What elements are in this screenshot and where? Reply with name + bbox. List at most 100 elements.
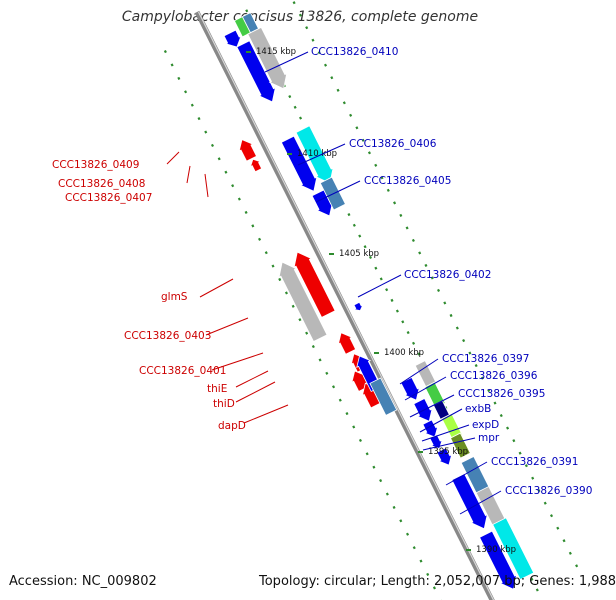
- leader-line: [459, 490, 502, 515]
- scale-tick: [468, 351, 472, 355]
- leader-line: [315, 180, 361, 203]
- scale-tick: [392, 505, 396, 509]
- leader-line: [419, 408, 463, 433]
- gene-cds-gray: [247, 26, 288, 90]
- leader-line: [166, 151, 180, 165]
- gene-label: CCC13826_0395: [458, 388, 545, 400]
- gene-label: CCC13826_0401: [139, 365, 226, 377]
- scale-tick: [405, 226, 409, 230]
- leader-line: [264, 51, 309, 73]
- scale-tick: [368, 255, 373, 260]
- scale-tick: [305, 26, 309, 30]
- scale-tick: [372, 465, 376, 469]
- scale-tick: [177, 76, 181, 80]
- scale-tick: [406, 330, 410, 335]
- scale-tick: [258, 237, 262, 241]
- backbone-highlight: [197, 11, 495, 600]
- leader-line: [409, 394, 455, 418]
- scale-tick: [493, 401, 497, 405]
- scale-tick: [163, 50, 167, 54]
- ruler-label: 1400 kbp: [384, 348, 424, 358]
- gene-arrow-forward: [280, 135, 318, 192]
- scale-tick: [480, 376, 484, 380]
- scale-tick: [449, 313, 453, 318]
- gene-label: thiD: [213, 398, 235, 410]
- gene-label: thiE: [207, 383, 227, 395]
- scale-tick: [531, 476, 535, 480]
- gene-cds-gray: [278, 261, 328, 343]
- scale-tick: [305, 331, 309, 335]
- scale-tick: [299, 116, 303, 120]
- scale-tick: [443, 301, 447, 305]
- scale-tick: [379, 277, 383, 281]
- scale-tick: [318, 358, 322, 362]
- scale-tick: [338, 398, 342, 402]
- scale-tick: [317, 51, 321, 55]
- scale-tick: [367, 151, 371, 155]
- scale-tick: [237, 197, 241, 201]
- leader-line: [235, 381, 276, 403]
- gene-arrow-forward: [436, 447, 453, 466]
- scale-tick: [556, 526, 560, 530]
- leader-line: [357, 274, 402, 298]
- gene-labels: CCC13826_0409CCC13826_0408CCC13826_0407g…: [52, 46, 592, 515]
- leader-line: [211, 352, 264, 371]
- scale-tick: [361, 138, 365, 142]
- scale-tick: [535, 588, 539, 592]
- scale-tick: [190, 103, 194, 107]
- backbone: [194, 10, 495, 600]
- gene-arrow-forward: [413, 397, 433, 422]
- gene-arrow-reverse: [293, 251, 336, 318]
- gene-cds-gray: [414, 360, 438, 390]
- scale-tick: [170, 63, 174, 67]
- scale-tick: [432, 586, 436, 590]
- scale-tick: [568, 551, 572, 555]
- scale-tick: [411, 238, 415, 242]
- scale-tick: [417, 352, 421, 356]
- scale-tick: [365, 452, 369, 456]
- gene-arrow-reverse: [249, 158, 263, 173]
- gene-label: CCC13826_0390: [505, 485, 592, 497]
- gene-arrow-reverse: [337, 332, 357, 355]
- gene-label: mpr: [478, 432, 500, 444]
- scale-tick: [284, 291, 288, 295]
- leader-line: [199, 278, 234, 298]
- scale-tick: [562, 539, 566, 543]
- gene-arrow-forward: [352, 301, 364, 312]
- scale-tick: [419, 559, 423, 563]
- scale-tick: [345, 412, 349, 416]
- gene-cds-olive: [449, 432, 471, 459]
- leader-line: [445, 461, 488, 486]
- backbone-line: [194, 10, 495, 600]
- gene-arrow-forward: [451, 473, 488, 530]
- scale-tick: [418, 251, 422, 255]
- scale-tick: [390, 298, 394, 302]
- accession-text: Accession: NC_009802: [9, 574, 157, 589]
- scale-tick: [380, 176, 384, 180]
- ruler-label: 1410 kbp: [297, 149, 337, 159]
- scale-tick: [549, 514, 554, 518]
- scale-tick: [288, 95, 292, 99]
- gene-arrow-forward: [236, 40, 276, 103]
- gene-label: CCC13826_0402: [404, 269, 491, 281]
- scale-tick: [323, 63, 328, 67]
- gene-label: exbB: [465, 403, 491, 415]
- scale-tick: [293, 105, 297, 109]
- scale-tick: [336, 88, 340, 92]
- gene-label: CCC13826_0406: [349, 138, 437, 150]
- scale-ticks: [163, 1, 579, 600]
- scale-tick: [530, 577, 534, 581]
- scale-tick: [499, 414, 503, 418]
- scale-tick: [271, 264, 275, 268]
- gene-arrow-forward: [422, 419, 439, 438]
- gene-label: CCC13826_0410: [311, 46, 398, 58]
- scale-tick: [399, 213, 403, 217]
- scale-tick: [524, 464, 528, 468]
- scale-tick: [311, 38, 315, 42]
- gene-features: [223, 12, 535, 590]
- scale-tick: [455, 326, 459, 330]
- scale-tick: [487, 389, 491, 393]
- scale-tick: [363, 245, 367, 249]
- gene-label: CCC13826_0407: [65, 192, 152, 204]
